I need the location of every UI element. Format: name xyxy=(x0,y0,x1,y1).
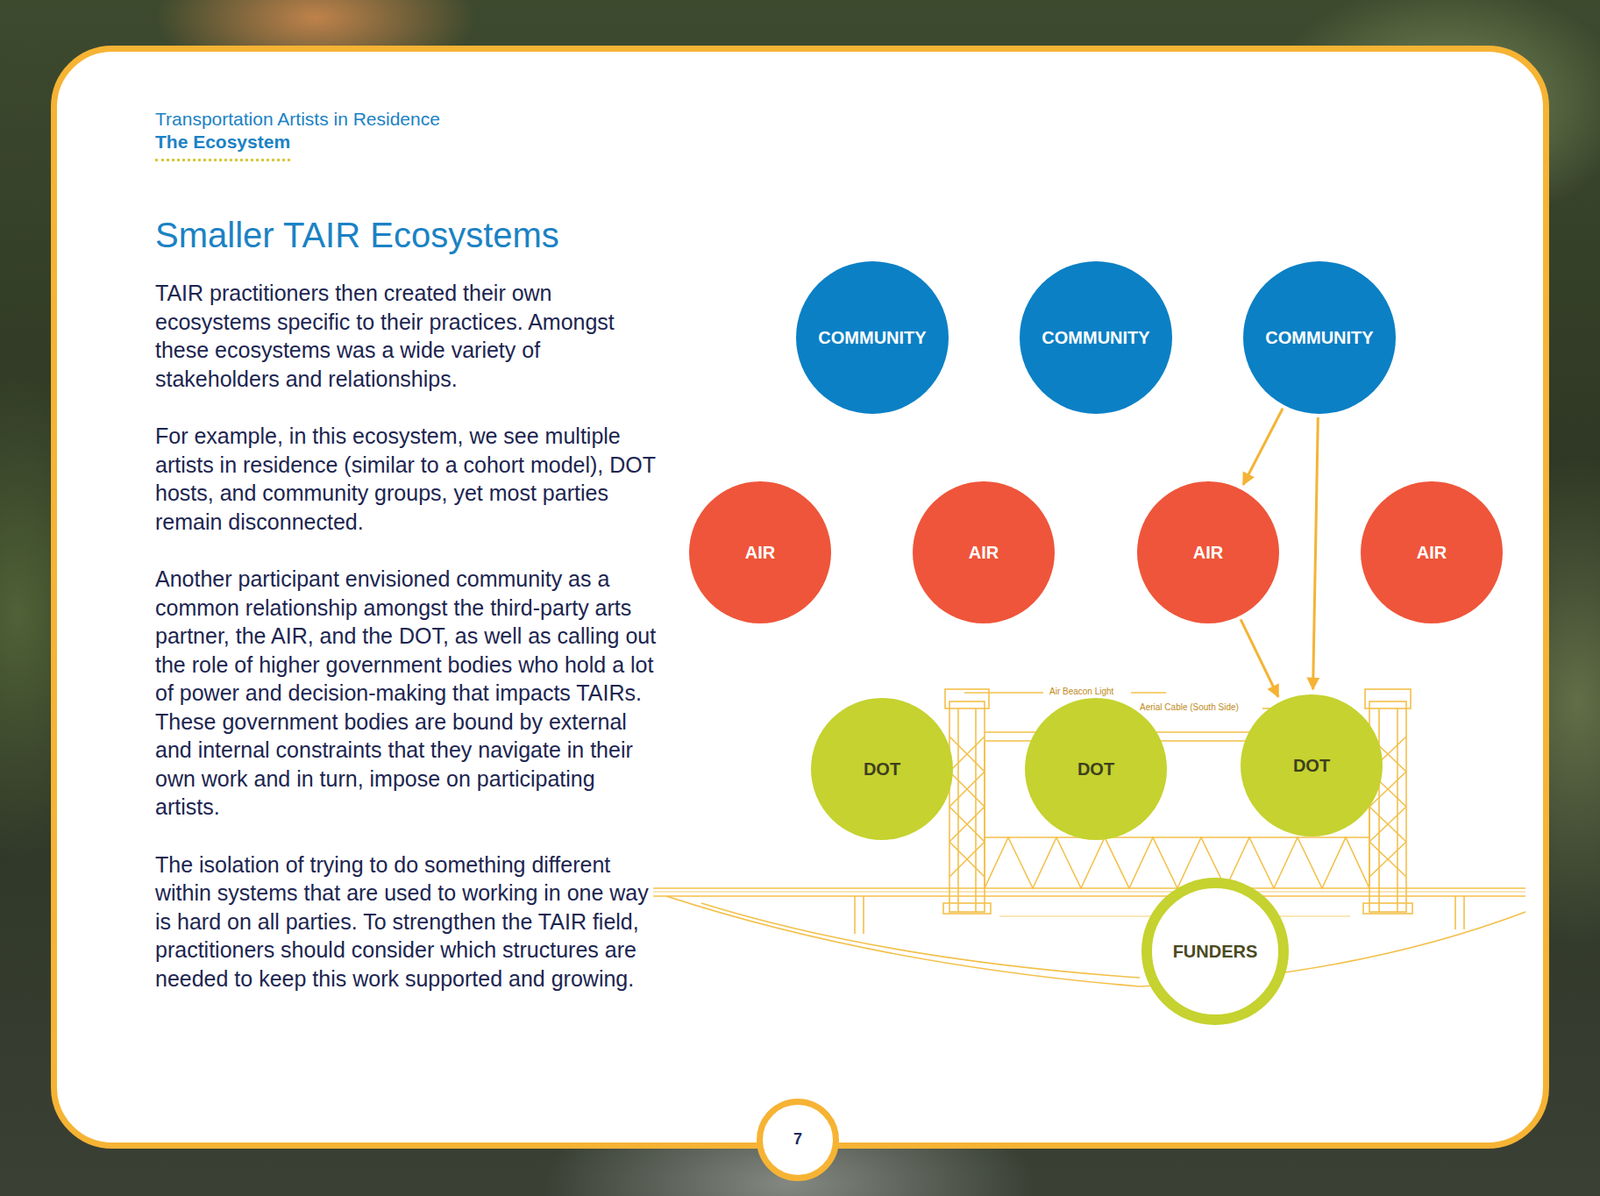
community-circle: COMMUNITY xyxy=(1243,261,1396,414)
dot-circle: DOT xyxy=(1024,697,1167,840)
node-label: COMMUNITY xyxy=(817,327,926,348)
page-title: Smaller TAIR Ecosystems xyxy=(155,215,560,256)
node-label: FUNDERS xyxy=(1173,941,1259,961)
node-label: AIR xyxy=(1193,542,1224,562)
node-label: COMMUNITY xyxy=(1041,327,1150,348)
body-paragraph: TAIR practitioners then created their ow… xyxy=(155,278,660,393)
node-label: COMMUNITY xyxy=(1265,327,1373,348)
community-circle: COMMUNITY xyxy=(796,261,949,414)
dot-circle: DOT xyxy=(810,697,953,840)
header-series: Transportation Artists in Residence xyxy=(155,108,441,130)
air-circle: AIR xyxy=(689,481,832,624)
node-label: AIR xyxy=(968,542,999,562)
body-paragraph: For example, in this ecosystem, we see m… xyxy=(155,421,660,536)
arrow-connector xyxy=(1243,408,1283,485)
body-text: TAIR practitioners then created their ow… xyxy=(155,278,660,1022)
node-label: DOT xyxy=(1077,759,1115,779)
air-circle: AIR xyxy=(912,481,1055,624)
blueprint-note: Air Beacon Light xyxy=(1047,686,1116,697)
air-circle: AIR xyxy=(1137,481,1280,624)
blueprint-note: Aerial Cable (South Side) xyxy=(1137,702,1241,712)
dot-circle: DOT xyxy=(1240,694,1383,837)
header-section: The Ecosystem xyxy=(155,131,291,162)
node-label: AIR xyxy=(1416,542,1447,562)
air-circle: AIR xyxy=(1360,481,1503,624)
arrow-connector xyxy=(1313,417,1319,690)
body-paragraph: The isolation of trying to do something … xyxy=(155,850,660,994)
body-paragraph: Another participant envisioned community… xyxy=(155,564,660,822)
arrow-connector xyxy=(1240,618,1279,697)
node-label: AIR xyxy=(745,542,776,562)
node-label: DOT xyxy=(1293,755,1330,776)
funders-ring: FUNDERS xyxy=(1141,877,1289,1025)
community-circle: COMMUNITY xyxy=(1019,261,1173,414)
node-label: DOT xyxy=(863,759,901,779)
page-number: 7 xyxy=(756,1098,840,1181)
node-label: 7 xyxy=(793,1130,803,1149)
